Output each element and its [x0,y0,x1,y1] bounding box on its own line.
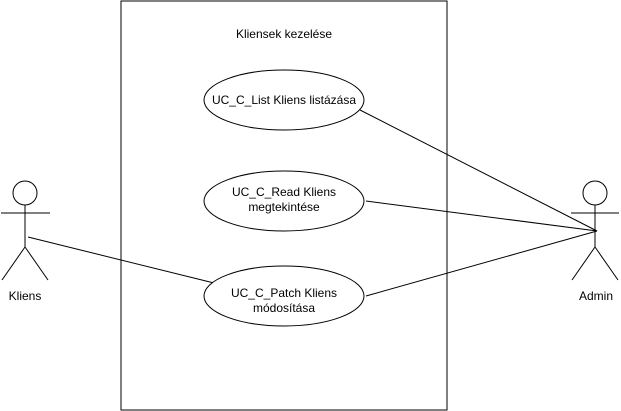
system-boundary [120,0,448,411]
use-case-patch-ellipse [203,265,365,327]
actor-kliens-label: Kliens [9,289,42,303]
association-admin-patch [365,230,598,297]
use-case-list-ellipse [203,69,365,131]
use-case-list[interactable]: UC_C_List Kliens listázása [203,69,365,131]
use-case-list-label: UC_C_List Kliens listázása [212,93,356,107]
actor-admin-label: Admin [579,289,613,303]
association-kliens-patch [27,236,215,284]
use-case-read-ellipse [203,170,365,232]
stick-figure-icon [571,180,619,281]
use-case-patch[interactable]: UC_C_Patch Kliens módosítása [203,265,365,327]
use-case-read[interactable]: UC_C_Read Kliens megtekintése [203,170,365,232]
association-admin-list [359,109,598,232]
stick-figure-icon [1,180,50,281]
system-title: Kliensek kezelése [236,27,332,41]
actor-admin[interactable]: Admin [571,180,619,303]
use-case-read-label-line1: UC_C_Read Kliens [232,185,336,199]
association-admin-read [365,200,598,232]
use-case-patch-label-line1: UC_C_Patch Kliens [231,286,337,300]
use-case-read-label-line2: megtekintése [248,200,320,214]
actor-kliens[interactable]: Kliens [1,180,50,303]
use-case-patch-label-line2: módosítása [253,301,315,315]
